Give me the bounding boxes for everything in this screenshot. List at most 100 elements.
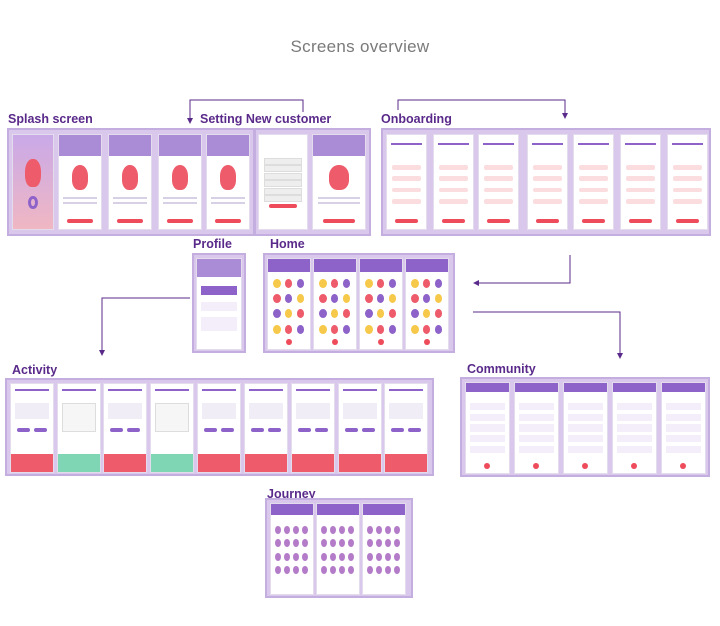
calendar-dot bbox=[301, 552, 308, 561]
form-field bbox=[263, 195, 303, 203]
form-field bbox=[263, 187, 303, 195]
screen-header bbox=[564, 383, 607, 392]
label-onboarding: Onboarding bbox=[381, 112, 452, 126]
answer-option bbox=[532, 176, 563, 182]
form-field bbox=[263, 165, 303, 173]
screen-header bbox=[109, 135, 151, 156]
post-item bbox=[519, 424, 554, 432]
cta-button bbox=[215, 218, 241, 224]
onboarding-5 bbox=[573, 134, 614, 230]
cta-button bbox=[535, 218, 560, 224]
fab-button bbox=[423, 339, 430, 346]
calendar-dot bbox=[347, 566, 354, 575]
answer-option bbox=[625, 198, 656, 204]
calendar-dot bbox=[301, 525, 308, 534]
answer-option bbox=[438, 187, 469, 193]
activity-bubble bbox=[411, 278, 419, 288]
activity-4 bbox=[150, 383, 194, 473]
choice-a bbox=[345, 428, 358, 433]
home-screen-2 bbox=[313, 258, 357, 350]
owl-illustration bbox=[25, 158, 41, 187]
calendar-dot bbox=[338, 566, 345, 575]
fab-button bbox=[377, 339, 384, 346]
screen-header bbox=[363, 504, 405, 515]
fab-button bbox=[331, 339, 338, 346]
form-field bbox=[263, 172, 303, 180]
activity-7 bbox=[291, 383, 335, 473]
answer-option bbox=[483, 165, 514, 170]
calendar-dot bbox=[321, 552, 328, 561]
feedback-panel bbox=[104, 454, 146, 472]
calendar-dot bbox=[284, 525, 290, 534]
choice-b bbox=[315, 428, 328, 433]
post-item bbox=[519, 413, 554, 421]
answer-option bbox=[532, 165, 563, 170]
post-item bbox=[519, 402, 554, 410]
choice-b bbox=[268, 428, 281, 433]
activity-bubble bbox=[411, 294, 419, 304]
screen-header bbox=[466, 383, 509, 392]
text-line bbox=[113, 197, 147, 200]
stats-card bbox=[201, 302, 237, 312]
activity-bubble bbox=[296, 278, 305, 288]
post-item bbox=[666, 435, 701, 443]
activity-8 bbox=[338, 383, 382, 473]
activity-bubble bbox=[388, 324, 397, 334]
onboarding-4 bbox=[527, 134, 568, 230]
progress-bar bbox=[437, 142, 470, 145]
calendar-dot bbox=[301, 539, 308, 548]
answer-option bbox=[578, 187, 609, 193]
activity-bubble bbox=[284, 309, 293, 319]
activity-bubble bbox=[284, 278, 293, 288]
activity-5 bbox=[197, 383, 241, 473]
feedback-panel bbox=[11, 454, 53, 472]
activity-bubble bbox=[388, 309, 397, 319]
illustration bbox=[328, 165, 350, 190]
calendar-dot bbox=[384, 552, 391, 561]
activity-bubble bbox=[434, 324, 443, 334]
loading-ring bbox=[28, 196, 38, 210]
feedback-panel bbox=[245, 454, 287, 472]
calendar-dot bbox=[384, 566, 391, 575]
label-setting: Setting New customer bbox=[200, 112, 332, 126]
activity-bubble bbox=[411, 309, 419, 319]
progress-bar bbox=[390, 142, 423, 145]
illustration bbox=[71, 165, 89, 190]
post-item bbox=[666, 424, 701, 432]
illustration bbox=[219, 165, 237, 190]
activity-bubble bbox=[434, 309, 443, 319]
activity-bubble bbox=[284, 294, 293, 304]
progress-bar bbox=[62, 389, 96, 392]
choice-a bbox=[204, 428, 217, 433]
activity-bubble bbox=[296, 309, 305, 319]
calendar-dot bbox=[292, 566, 299, 575]
label-home: Home bbox=[270, 237, 305, 251]
post-item bbox=[568, 446, 603, 454]
activity-bubble bbox=[422, 278, 431, 288]
calendar-dot bbox=[275, 566, 282, 575]
progress-bar bbox=[671, 142, 704, 145]
activity-bubble bbox=[273, 324, 281, 334]
splash-intro-4 bbox=[206, 134, 250, 230]
activity-bubble bbox=[342, 309, 351, 319]
progress-bar bbox=[343, 389, 377, 392]
calendar-dot bbox=[292, 525, 299, 534]
answer-option bbox=[483, 198, 514, 204]
home-screen-1 bbox=[267, 258, 311, 350]
profile-screen bbox=[196, 258, 242, 350]
activity-bubble bbox=[411, 324, 419, 334]
onboarding-7 bbox=[667, 134, 708, 230]
signup-screen bbox=[258, 134, 308, 230]
calendar-dot bbox=[367, 552, 374, 561]
calendar-dot bbox=[367, 566, 374, 575]
choice-a bbox=[110, 428, 123, 433]
calendar-dot bbox=[330, 566, 336, 575]
calendar-dot bbox=[330, 552, 336, 561]
choice-a bbox=[298, 428, 311, 433]
feedback-panel bbox=[339, 454, 381, 472]
answer-option bbox=[672, 176, 703, 182]
welcome-screen bbox=[312, 134, 366, 230]
answer-option bbox=[391, 165, 422, 170]
form-field bbox=[263, 180, 303, 188]
progress-bar bbox=[108, 389, 142, 392]
